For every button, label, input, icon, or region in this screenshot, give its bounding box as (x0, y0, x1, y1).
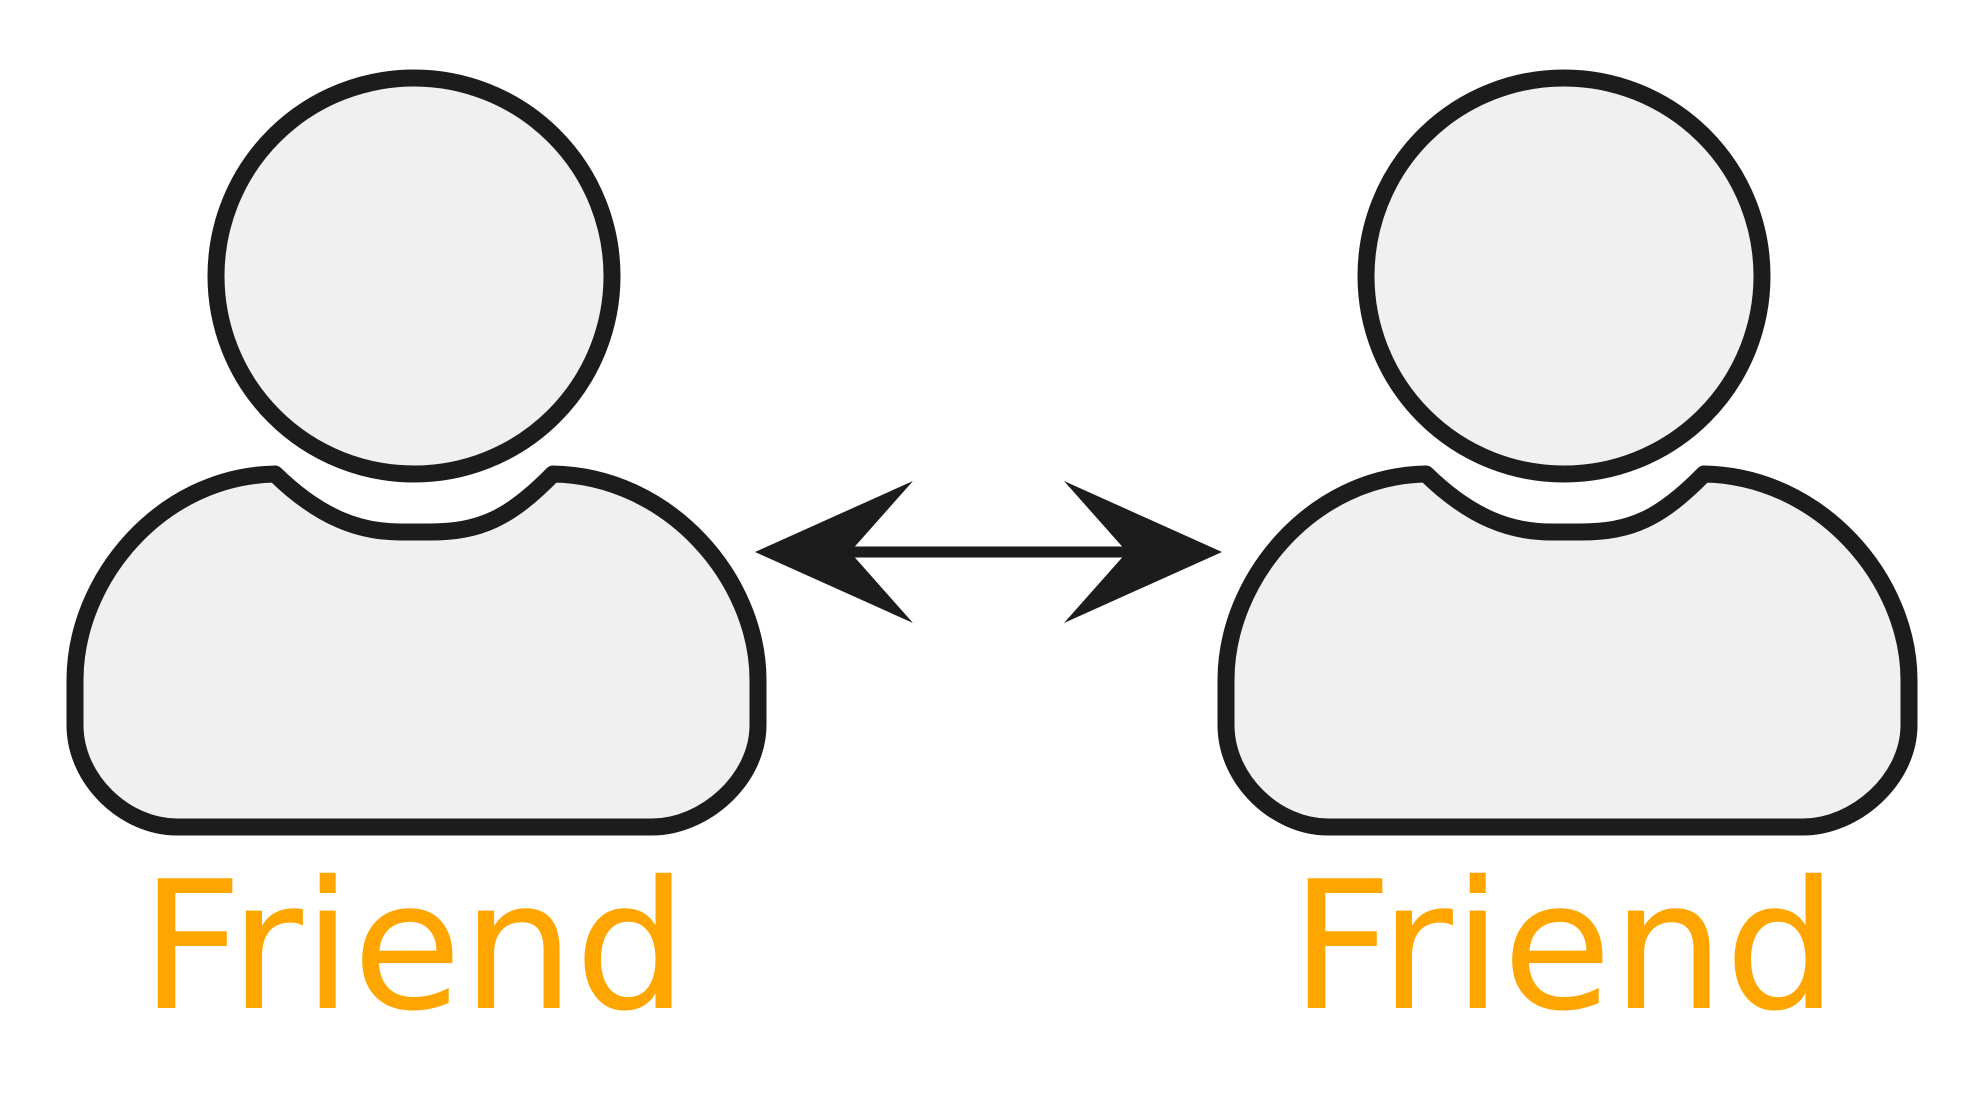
right-person-icon (1217, 69, 1918, 836)
arrow-head-left (755, 481, 913, 623)
left-person-body (66, 465, 767, 836)
right-person-head (1357, 69, 1771, 483)
right-person-body (1217, 465, 1918, 836)
double-headed-arrow-icon (755, 481, 1222, 623)
left-person-label: Friend (140, 843, 687, 1050)
left-person-icon (66, 69, 767, 836)
right-person-label: Friend (1290, 843, 1837, 1050)
arrow-head-right (1064, 481, 1222, 623)
left-person-head (207, 69, 621, 483)
